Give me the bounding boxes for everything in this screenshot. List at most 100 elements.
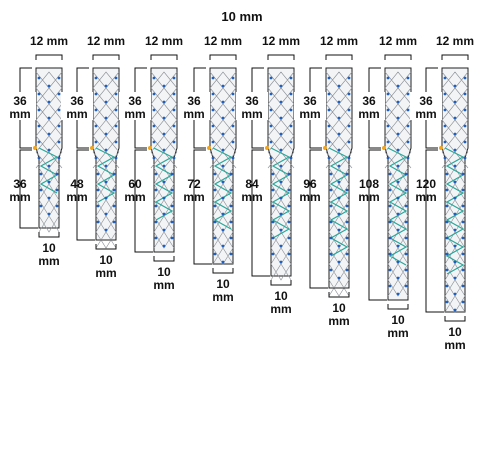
marker-dot	[345, 188, 349, 192]
marker-dot	[162, 84, 166, 88]
zigzag-wave	[270, 147, 291, 239]
marker-dot	[221, 132, 225, 136]
marker-dot	[287, 172, 291, 176]
marker-dot	[396, 292, 400, 296]
marker-dot	[461, 300, 465, 304]
top-width-label: 12 mm	[30, 34, 68, 48]
marker-dot	[211, 108, 215, 112]
marker-dot	[211, 76, 215, 80]
marker-dot	[221, 196, 225, 200]
marker-dot	[463, 108, 467, 112]
marker-dot	[229, 172, 233, 176]
marker-dot	[345, 172, 349, 176]
marker-dot	[279, 212, 283, 216]
marker-dot	[388, 284, 392, 288]
marker-dot	[104, 212, 108, 216]
marker-dot	[406, 156, 410, 160]
marker-dot	[55, 172, 59, 176]
marker-dot	[94, 76, 98, 80]
bottom-width-bracket	[328, 292, 350, 298]
marker-dot	[104, 100, 108, 104]
marker-dot	[279, 244, 283, 248]
marker-dot	[453, 308, 457, 312]
marker-dot	[386, 76, 390, 80]
marker-dot	[386, 124, 390, 128]
junction-dot	[323, 146, 327, 150]
marker-dot	[94, 124, 98, 128]
marker-dot	[337, 244, 341, 248]
stent-mesh	[384, 71, 412, 297]
marker-dot	[94, 92, 98, 96]
marker-dot	[154, 172, 158, 176]
top-length-bg	[178, 92, 210, 120]
marker-dot	[269, 76, 273, 80]
top-width-label: 12 mm	[436, 34, 474, 48]
junction-dot	[148, 146, 152, 150]
marker-dot	[162, 132, 166, 136]
marker-dot	[329, 252, 333, 256]
marker-dot	[404, 252, 408, 256]
marker-dot	[337, 180, 341, 184]
marker-dot	[271, 172, 275, 176]
marker-dot	[445, 252, 449, 256]
marker-dot	[347, 140, 351, 144]
marker-dot	[388, 204, 392, 208]
marker-dot	[461, 188, 465, 192]
marker-dot	[289, 140, 293, 144]
marker-dot	[345, 204, 349, 208]
marker-dot	[289, 76, 293, 80]
marker-dot	[388, 268, 392, 272]
marker-dot	[406, 76, 410, 80]
marker-dot	[112, 172, 116, 176]
marker-dot	[114, 108, 118, 112]
top-width-label: 12 mm	[204, 34, 242, 48]
marker-dot	[388, 236, 392, 240]
marker-dot	[271, 252, 275, 256]
marker-dot	[404, 204, 408, 208]
marker-dot	[47, 116, 51, 120]
marker-dot	[396, 164, 400, 168]
marker-dot	[211, 140, 215, 144]
marker-dot	[221, 212, 225, 216]
marker-dot	[47, 180, 51, 184]
marker-dot	[154, 188, 158, 192]
marker-dot	[329, 236, 333, 240]
marker-dot	[406, 140, 410, 144]
marker-dot	[461, 252, 465, 256]
marker-dot	[231, 140, 235, 144]
marker-dot	[213, 188, 217, 192]
marker-dot	[221, 100, 225, 104]
top-width-label: 12 mm	[87, 34, 125, 48]
marker-dot	[96, 204, 100, 208]
bottom-length-bracket	[193, 149, 212, 265]
junction-dot	[382, 146, 386, 150]
marker-dot	[269, 92, 273, 96]
marker-dot	[453, 228, 457, 232]
marker-dot	[170, 236, 174, 240]
marker-dot	[287, 220, 291, 224]
marker-dot	[453, 244, 457, 248]
marker-dot	[152, 76, 156, 80]
top-width-label: 12 mm	[379, 34, 417, 48]
top-length-bg	[410, 92, 442, 120]
marker-dot	[289, 92, 293, 96]
marker-dot	[162, 228, 166, 232]
marker-dot	[445, 236, 449, 240]
bottom-width-bracket	[270, 280, 292, 286]
marker-dot	[279, 132, 283, 136]
top-width-bracket	[35, 54, 63, 60]
top-width-bracket	[92, 54, 120, 60]
marker-dot	[396, 84, 400, 88]
marker-dot	[463, 124, 467, 128]
bottom-width-bracket	[387, 304, 409, 310]
marker-dot	[345, 252, 349, 256]
marker-dot	[57, 92, 61, 96]
